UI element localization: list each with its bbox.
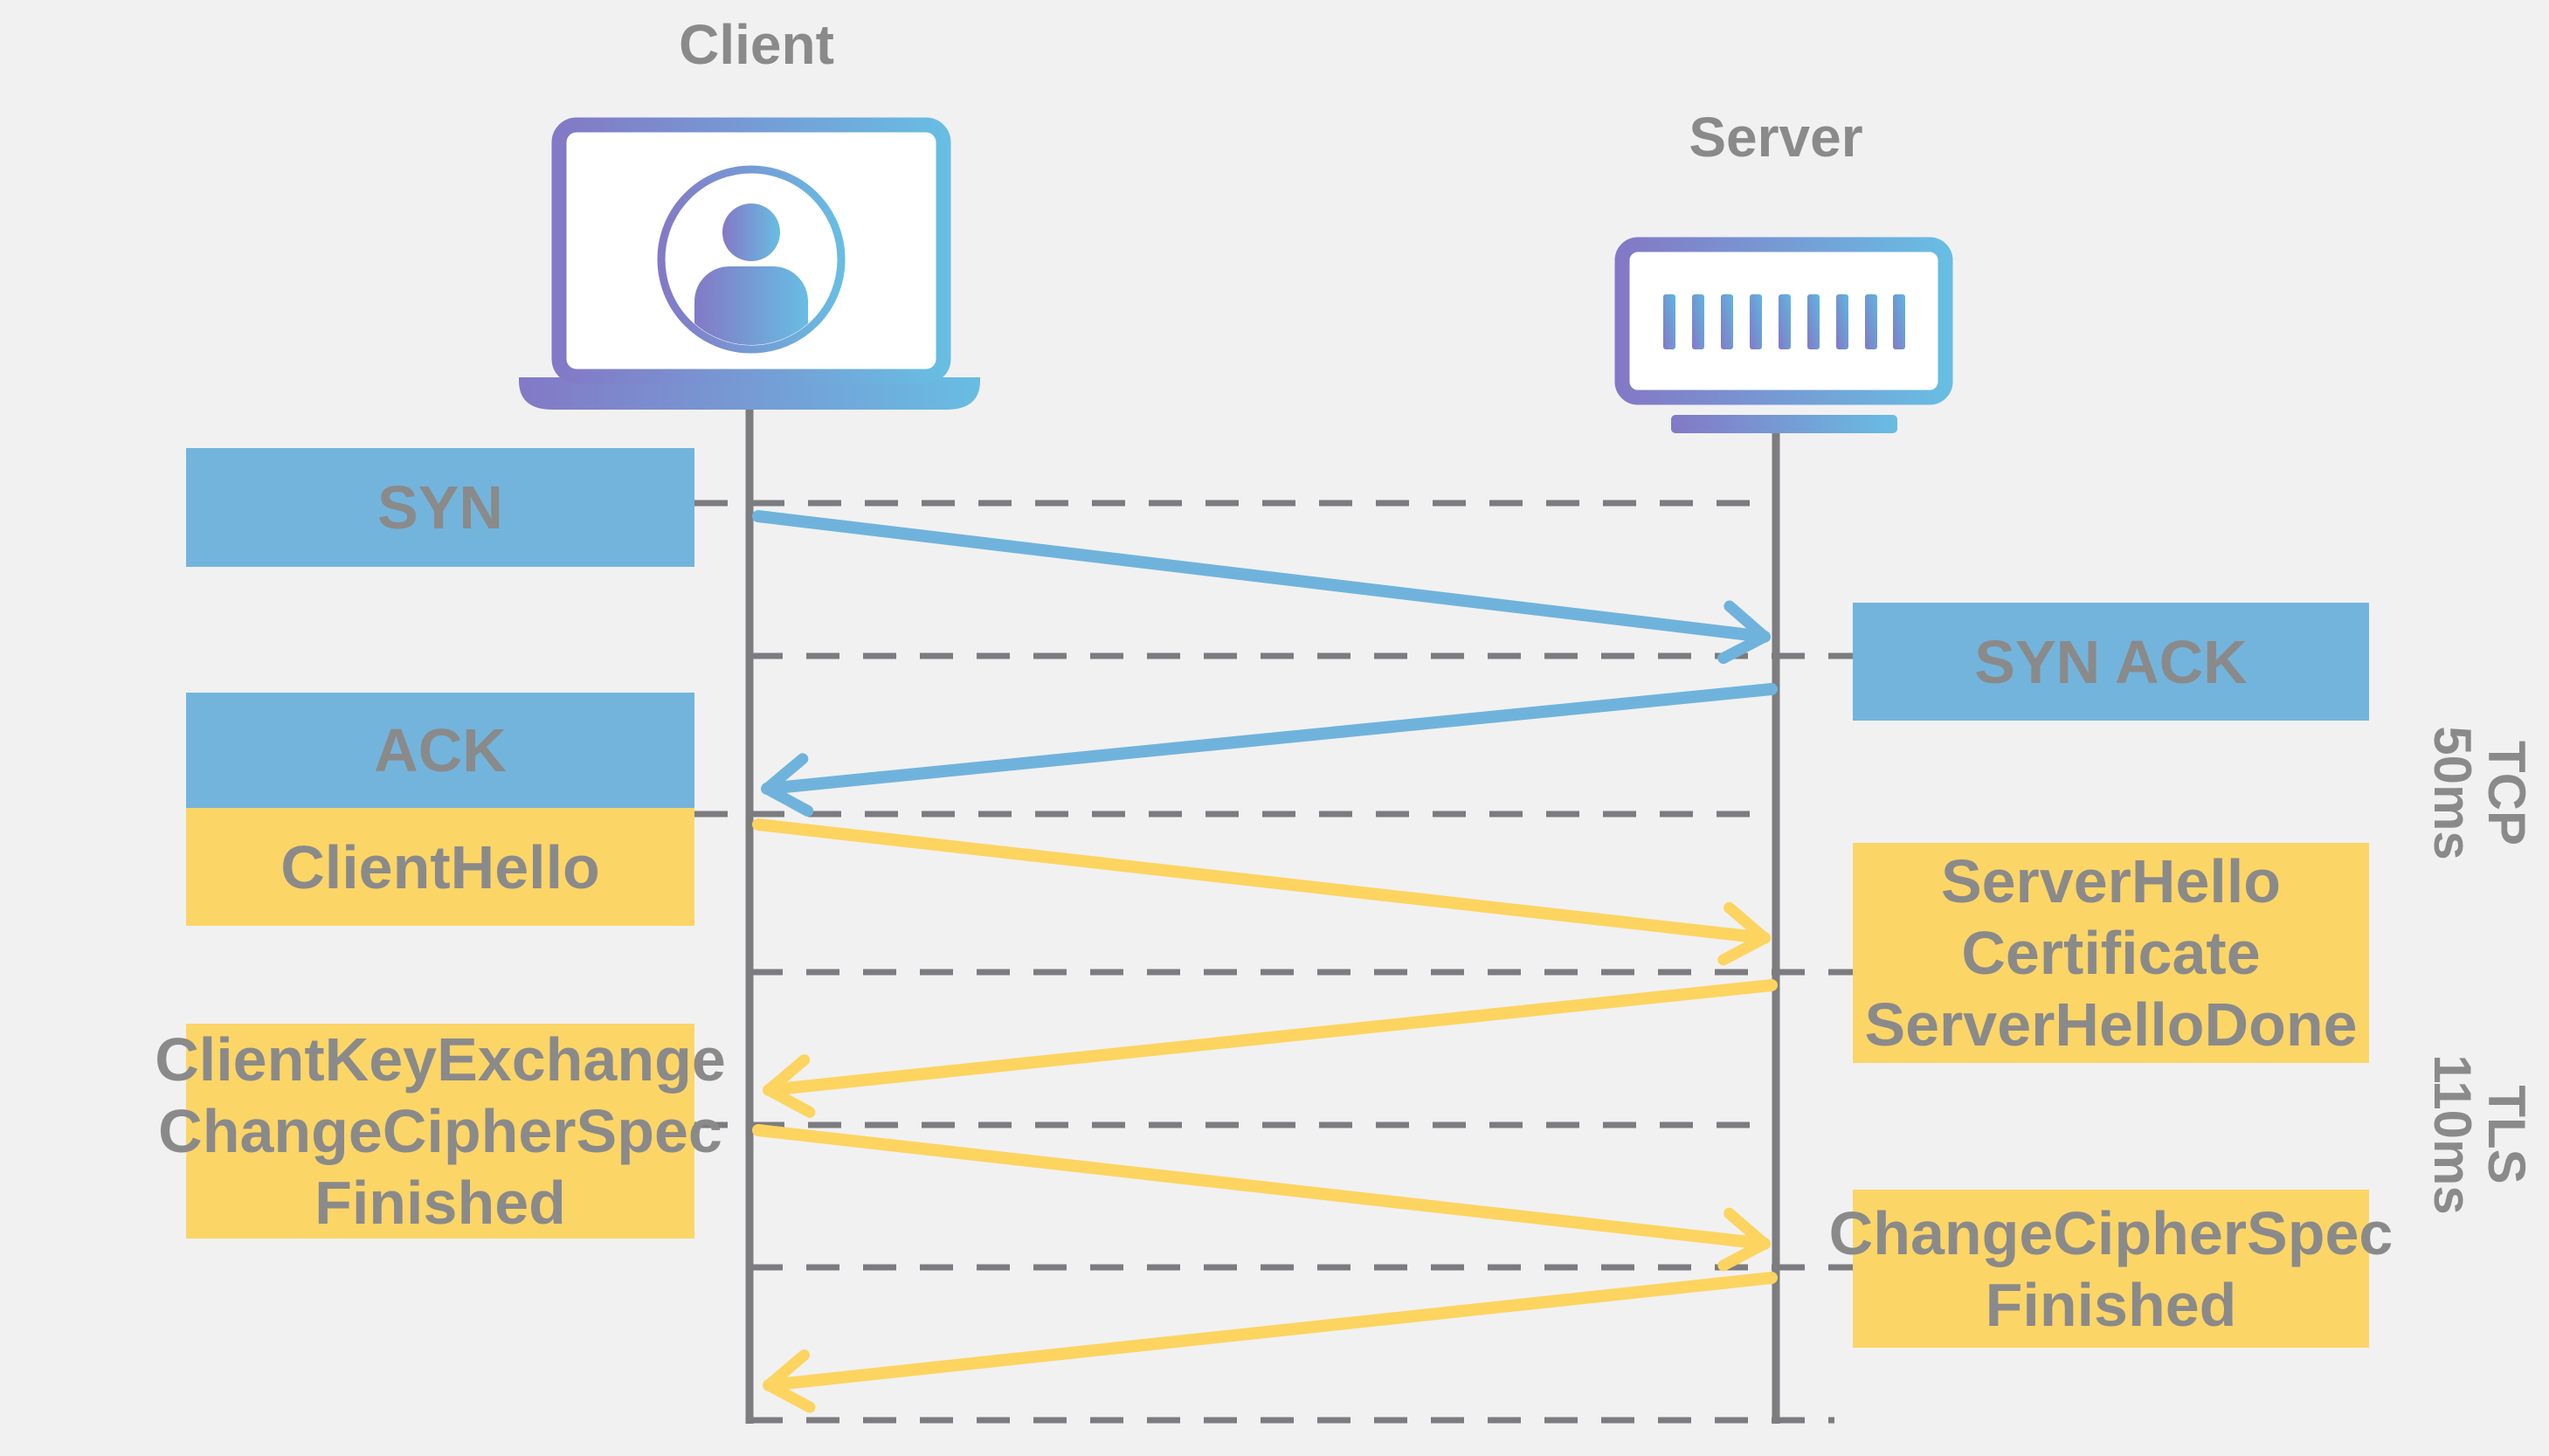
tls-phase-label: TLS 110ms xyxy=(2423,1054,2536,1215)
server-title: Server xyxy=(1689,106,1863,169)
server-icon xyxy=(1614,237,1953,433)
person-body-icon xyxy=(694,266,808,345)
change-cipher-spec-arrow xyxy=(763,1272,1778,1413)
client-title: Client xyxy=(679,13,834,76)
server-vent-bars xyxy=(1663,294,1905,349)
server-base-bar xyxy=(1671,415,1897,433)
syn-arrow xyxy=(752,510,1771,665)
laptop-base xyxy=(519,377,980,410)
tcp-phase-label: TCP 50ms xyxy=(2423,726,2536,860)
person-head-icon xyxy=(722,204,780,261)
client-hello-arrow xyxy=(752,818,1771,966)
client-key-exchange-arrow xyxy=(752,1124,1771,1272)
client-key-exchange-box: ClientKeyExchange ChangeCipherSpec Finis… xyxy=(155,1024,726,1239)
client-hello-box: ClientHello xyxy=(186,808,694,926)
syn-box: SYN xyxy=(186,448,694,567)
server-hello-arrow xyxy=(763,979,1778,1118)
syn-ack-box: SYN ACK xyxy=(1853,603,2369,721)
client-laptop-icon xyxy=(519,117,980,410)
ack-box: ACK xyxy=(186,693,694,808)
syn-ack-arrow xyxy=(761,683,1778,818)
change-cipher-spec-box: ChangeCipherSpec Finished xyxy=(1829,1190,2393,1348)
server-hello-box: ServerHello Certificate ServerHelloDone xyxy=(1853,843,2369,1063)
